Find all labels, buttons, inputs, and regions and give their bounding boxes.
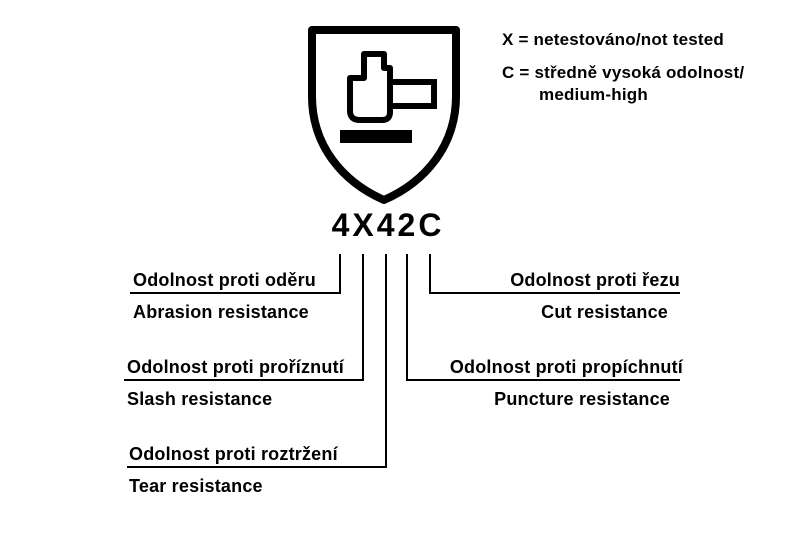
legend-not-tested: X = netestováno/not tested <box>502 30 724 49</box>
anvil-bar-icon <box>340 130 412 143</box>
connector-puncture-vertical <box>406 254 408 381</box>
label-cut-en: Cut resistance <box>541 302 668 322</box>
label-slash-en: Slash resistance <box>127 389 273 409</box>
label-abrasion-en: Abrasion resistance <box>133 302 309 322</box>
connector-tear-vertical <box>385 254 387 468</box>
connector-slash-horizontal <box>124 379 364 381</box>
connector-slash-vertical <box>362 254 364 381</box>
connector-puncture-horizontal <box>406 379 680 381</box>
hammer-handle-icon <box>392 79 437 109</box>
legend-medium-high-cs: C = středně vysoká odolnost/ <box>502 63 745 82</box>
label-tear-en: Tear resistance <box>129 476 263 496</box>
connector-cut-horizontal <box>429 292 680 294</box>
connector-abrasion-vertical <box>339 254 341 294</box>
connector-tear-horizontal <box>127 466 387 468</box>
label-cut-cs: Odolnost proti řezu <box>510 270 680 290</box>
mechanical-hazard-shield-icon <box>308 26 460 204</box>
shield-outline <box>308 26 460 204</box>
legend-medium-high-en: medium-high <box>539 85 648 104</box>
rating-code: 4X42C <box>331 207 445 243</box>
connector-cut-vertical <box>429 254 431 294</box>
label-puncture-en: Puncture resistance <box>494 389 670 409</box>
label-abrasion-cs: Odolnost proti oděru <box>133 270 316 290</box>
label-tear-cs: Odolnost proti roztržení <box>129 444 338 464</box>
connector-abrasion-horizontal <box>130 292 341 294</box>
label-puncture-cs: Odolnost proti propíchnutí <box>449 357 683 377</box>
label-slash-cs: Odolnost proti proříznutí <box>127 357 344 377</box>
hammer-head-icon <box>347 51 393 123</box>
